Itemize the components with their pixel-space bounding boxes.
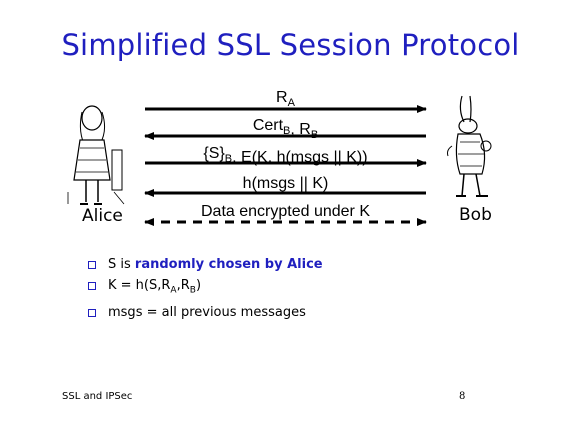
page-number: 8 — [459, 391, 466, 402]
bullet-item-1: S is randomly chosen by Alice — [88, 254, 323, 275]
square-bullet-icon — [88, 308, 96, 317]
bob-label: Bob — [459, 205, 492, 225]
message-label-2: CertB, RB — [253, 117, 318, 141]
slide-title: Simplified SSL Session Protocol — [61, 28, 520, 62]
message-label-5: Data encrypted under K — [201, 203, 370, 220]
bullet-item-3: msgs = all previous messages — [88, 302, 323, 323]
message-label-4: h(msgs || K) — [243, 175, 329, 192]
white-rabbit-illustration-icon — [447, 95, 492, 197]
alice-illustration-icon — [67, 105, 125, 205]
protocol-diagram: RA CertB, RB {S}B, E(K, h(msgs || K)) h(msg… — [67, 89, 492, 226]
square-bullet-icon — [88, 282, 96, 290]
message-label-1: RA — [276, 89, 296, 109]
alice-label: Alice — [82, 206, 123, 226]
square-bullet-icon — [88, 261, 96, 269]
message-label-3: {S}B, E(K, h(msgs || K)) — [203, 145, 367, 166]
footer-title: SSL and IPSec — [62, 391, 133, 402]
bullet-item-2: K = h(S,RA,RB) — [88, 275, 323, 302]
